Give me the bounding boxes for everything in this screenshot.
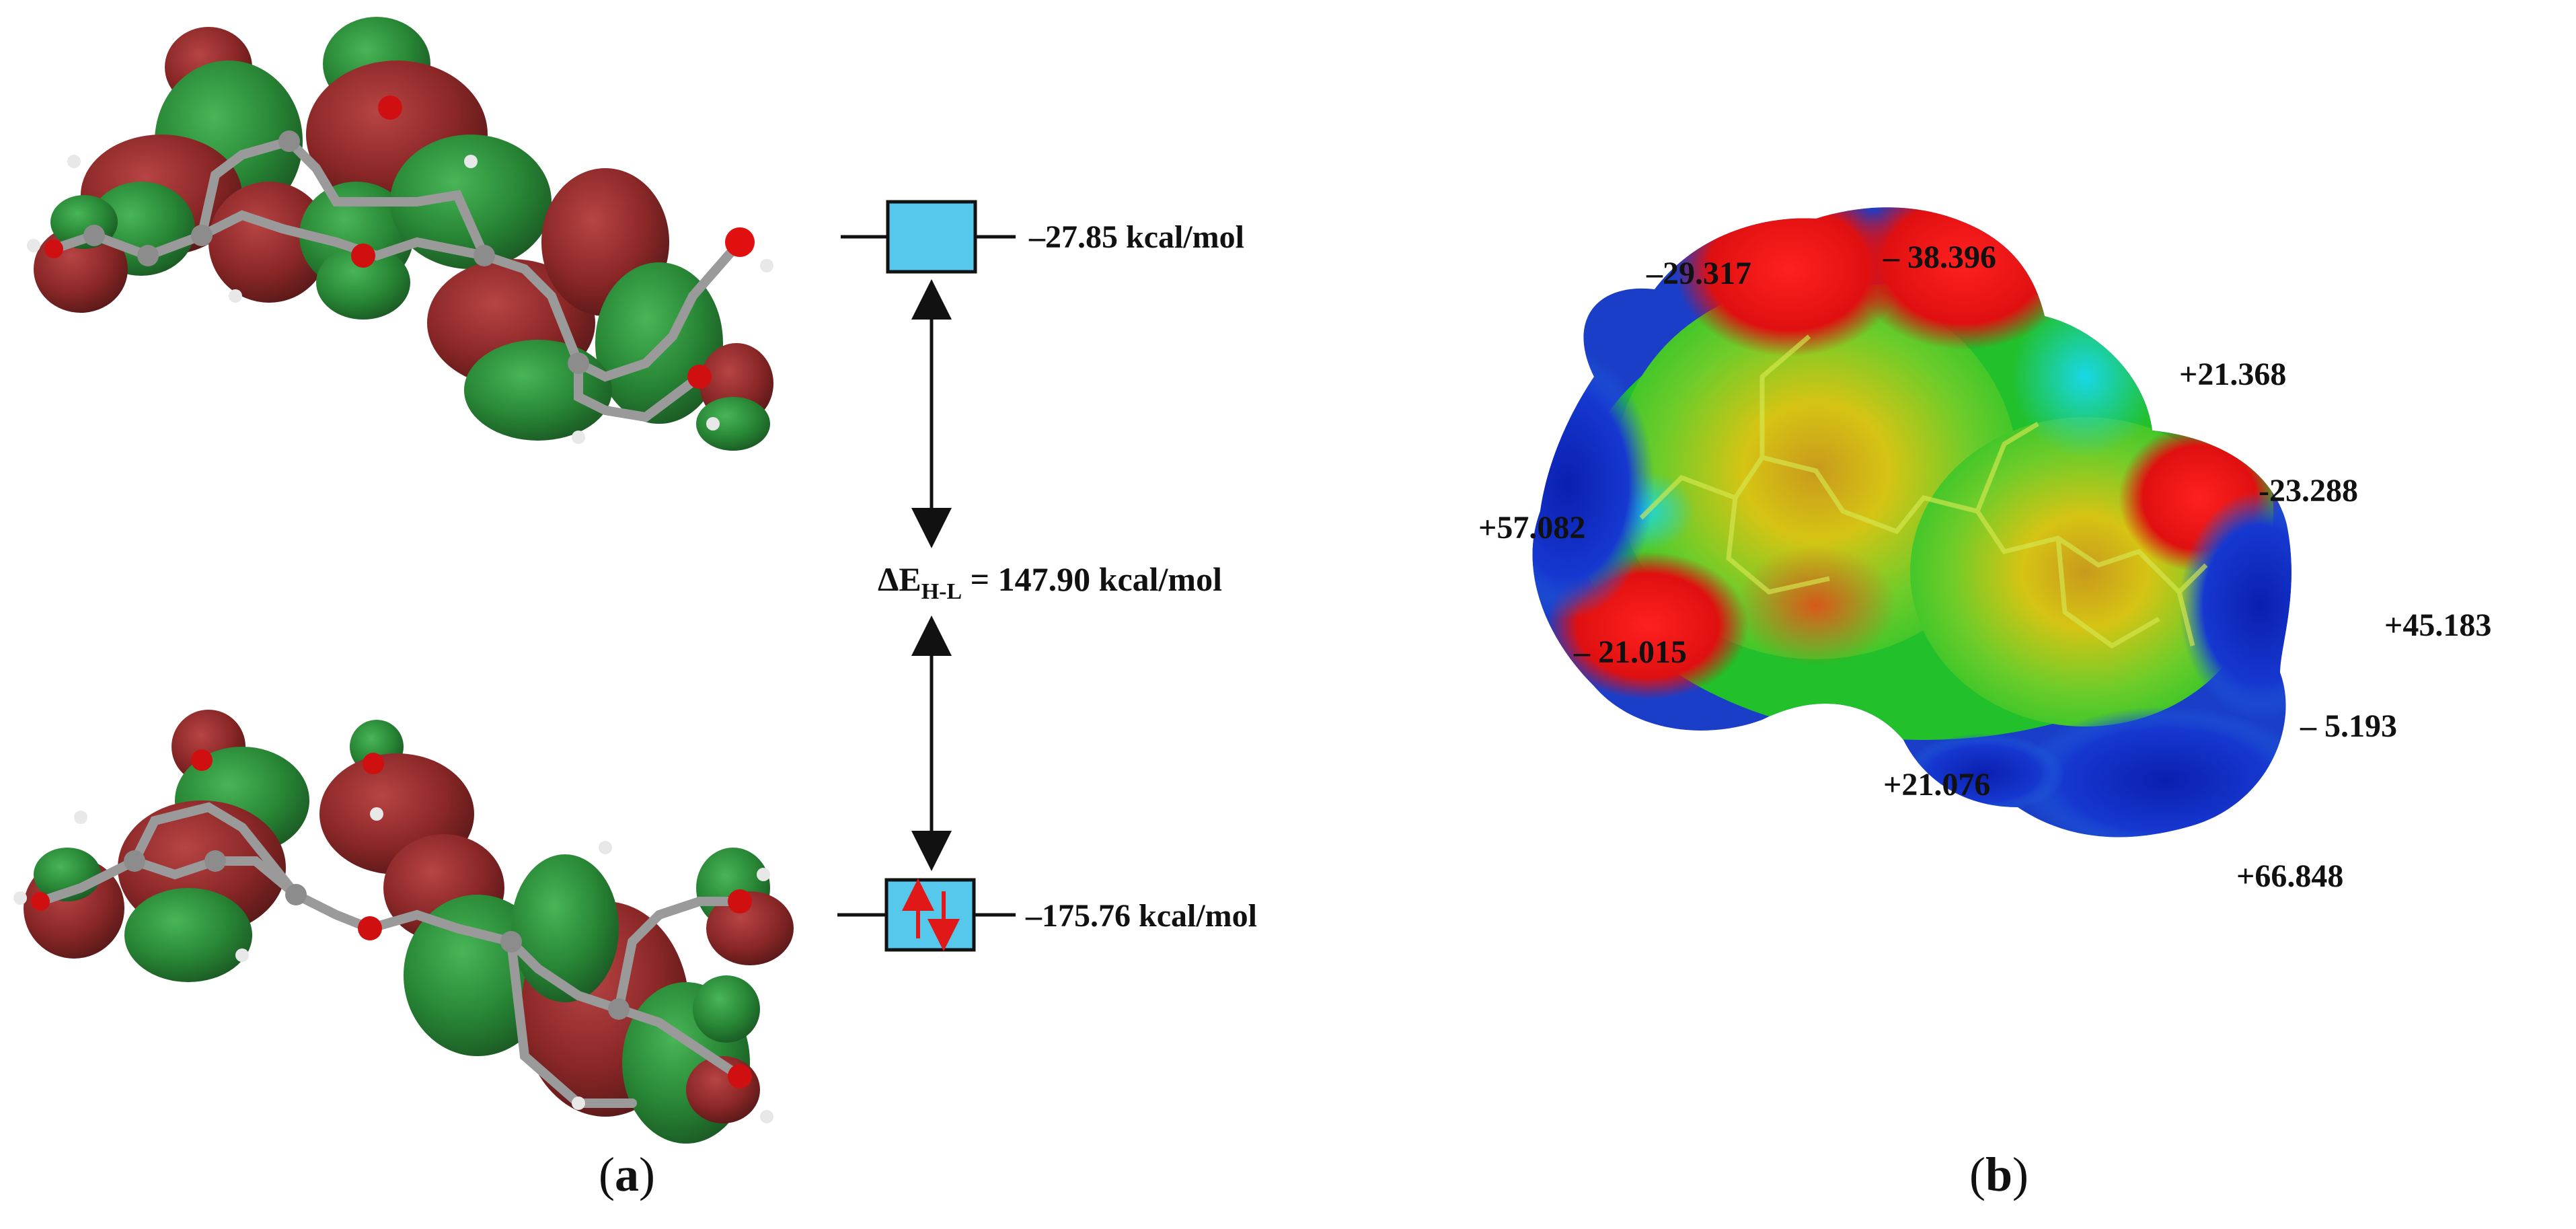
esp-label-bottom-right: +66.848 (2236, 858, 2343, 894)
esp-skeleton (1639, 334, 2208, 649)
lumo-level: –27.85 kcal/mol (841, 200, 1244, 274)
esp-label-upper-right: +21.368 (2179, 357, 2286, 392)
gap-subscript: H-L (921, 579, 962, 604)
esp-label-right-oxygen: -23.288 (2259, 473, 2358, 509)
esp-surface-diagram: –29.317 – 38.396 +21.368 -23.288 +57.082… (1478, 207, 2491, 894)
esp-label-bottom-center: +21.076 (1883, 767, 1990, 803)
esp-label-top-center: – 38.396 (1883, 239, 1996, 275)
panel-a-homo-lumo: –27.85 kcal/mol –175.76 kcal/mol ΔEH-L =… (13, 17, 1257, 1201)
lumo-energy-label: –27.85 kcal/mol (1028, 219, 1244, 255)
caption-b: (b) (1969, 1148, 2029, 1201)
esp-label-top-left: –29.317 (1646, 256, 1751, 291)
homo-energy-label: –175.76 kcal/mol (1025, 898, 1257, 934)
panel-b-esp-map: –29.317 – 38.396 +21.368 -23.288 +57.082… (1412, 0, 2576, 1229)
energy-gap-label: ΔEH-L = 147.90 kcal/mol (878, 560, 1222, 604)
gap-prefix: ΔE (878, 560, 921, 598)
homo-box (884, 878, 976, 952)
esp-label-far-right: +45.183 (2384, 607, 2491, 643)
lumo-orbital (34, 17, 773, 451)
gap-value: = 147.90 kcal/mol (962, 560, 1222, 598)
esp-label-lower-left-oxygen: – 21.015 (1573, 634, 1687, 670)
homo-orbital (24, 710, 794, 1144)
homo-lumo-diagram: –27.85 kcal/mol –175.76 kcal/mol ΔEH-L =… (13, 17, 1257, 1144)
lumo-box (886, 200, 977, 274)
caption-a: (a) (599, 1148, 655, 1201)
homo-atoms (13, 749, 773, 1123)
esp-label-left: +57.082 (1478, 510, 1585, 546)
lumo-atoms (27, 96, 773, 444)
homo-level: –175.76 kcal/mol (837, 878, 1257, 952)
esp-label-lower-right-n: – 5.193 (2300, 708, 2397, 744)
